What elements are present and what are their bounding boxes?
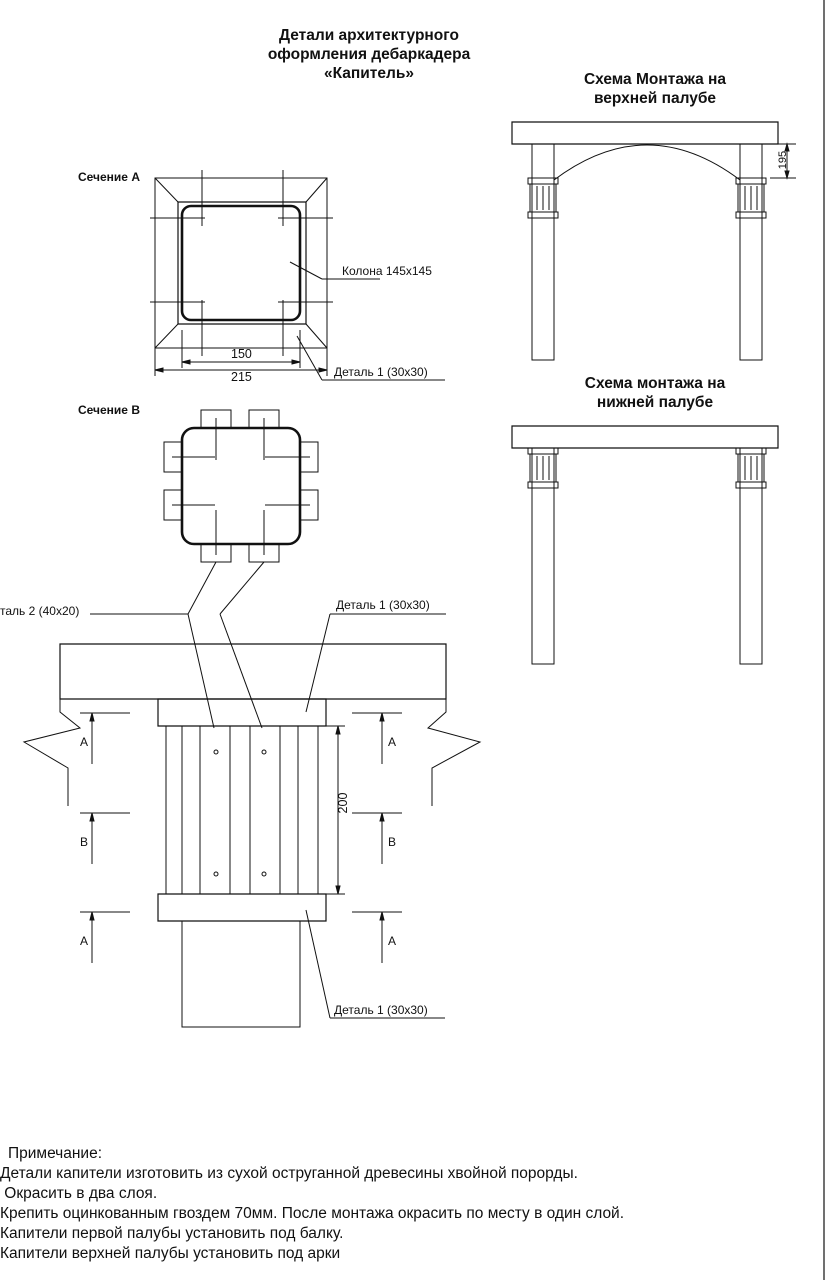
note-line-5: Капители верхней палубы установить под а… <box>0 1245 341 1262</box>
section-a-drawing <box>150 170 445 380</box>
note-line-4: Капители первой палубы установить под ба… <box>0 1225 344 1242</box>
dimension-150: 150 <box>231 347 252 361</box>
detail-2-label: таль 2 (40х20) <box>0 604 80 618</box>
section-a-label: Сечение А <box>78 170 140 184</box>
note-line-3: Крепить оцинкованным гвоздем 70мм. После… <box>0 1205 625 1222</box>
notes-block: Примечание: Детали капители изготовить и… <box>0 1144 624 1264</box>
main-title: Детали архитектурного оформления дебарка… <box>236 26 502 83</box>
upper-scheme-drawing <box>512 122 796 360</box>
main-title-line-3: «Капитель» <box>324 65 414 82</box>
upper-scheme-title: Схема Монтажа на верхней палубе <box>530 70 780 108</box>
column-label: Колона 145х145 <box>342 264 432 278</box>
cut-mark-a-left-bottom: А <box>80 934 89 948</box>
cut-mark-b-right: В <box>388 835 397 849</box>
dimension-200: 200 <box>336 792 350 814</box>
cut-mark-a-right-top: А <box>388 735 397 749</box>
cut-mark-a-left-top: А <box>80 735 89 749</box>
cut-mark-a-right-bottom: А <box>388 934 397 948</box>
section-b-label: Сечение В <box>78 403 140 417</box>
note-line-2: Окрасить в два слоя. <box>0 1185 158 1202</box>
dimension-215: 215 <box>231 370 252 384</box>
lower-scheme-title: Схема монтажа на нижней палубе <box>530 374 780 412</box>
notes-heading: Примечание: <box>8 1145 103 1162</box>
main-title-line-1: Детали архитектурного <box>279 27 459 44</box>
upper-scheme-title-line-1: Схема Монтажа на <box>583 71 727 88</box>
cut-mark-b-left: В <box>80 835 89 849</box>
upper-scheme-title-line-2: верхней палубе <box>593 90 717 107</box>
detail-1-label-section-a: Деталь 1 (30х30) <box>334 365 428 379</box>
note-line-1: Детали капители изготовить из сухой остр… <box>0 1165 578 1182</box>
detail-1-label-top: Деталь 1 (30х30) <box>336 598 430 612</box>
elevation-drawing <box>24 614 480 1027</box>
lower-scheme-drawing <box>512 426 778 664</box>
main-title-line-2: оформления дебаркадера <box>267 46 471 63</box>
lower-scheme-title-line-2: нижней палубе <box>596 394 714 411</box>
dimension-195: 195 <box>777 150 789 170</box>
detail-1-label-bottom: Деталь 1 (30х30) <box>334 1003 428 1017</box>
lower-scheme-title-line-1: Схема монтажа на <box>584 375 726 392</box>
section-b-drawing <box>164 410 318 614</box>
